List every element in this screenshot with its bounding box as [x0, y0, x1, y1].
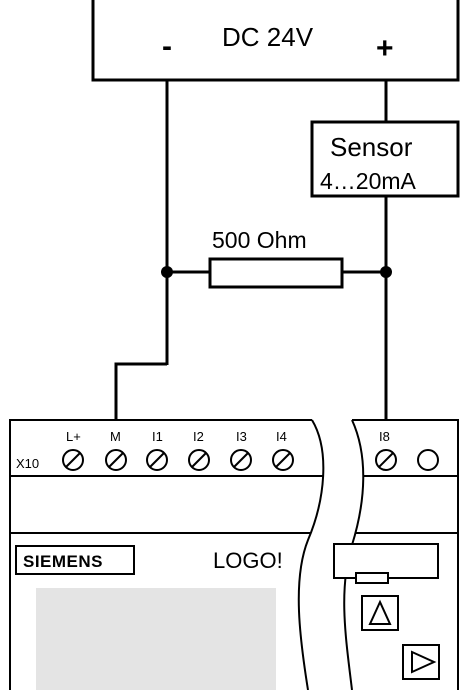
up-button[interactable] [361, 595, 399, 631]
screw-terminal-lplus [62, 449, 84, 471]
plc-left-outline [9, 419, 312, 690]
connector-label: X10 [16, 456, 39, 471]
screw-terminal-i1 [146, 449, 168, 471]
terminal-label-lplus: L+ [66, 429, 81, 444]
junction-left [161, 266, 173, 278]
resistor-label: 500 Ohm [212, 227, 307, 253]
display-screen [36, 588, 276, 690]
empty-terminal [417, 449, 439, 471]
plc-right-outline [352, 419, 459, 690]
model-name: LOGO! [213, 548, 283, 573]
screw-terminal-m [105, 449, 127, 471]
screw-terminal-i4 [272, 449, 294, 471]
terminal-label-i1: I1 [152, 429, 163, 444]
screw-terminal-i3 [230, 449, 252, 471]
brand-name: SIEMENS [23, 552, 103, 571]
terminal-label-i4: I4 [276, 429, 287, 444]
screw-terminal-i8 [375, 449, 397, 471]
terminal-label-i8: I8 [379, 429, 390, 444]
power-supply: DC 24V - + [91, 0, 460, 82]
sensor-box [310, 120, 460, 198]
plus-terminal-sign: + [376, 32, 394, 65]
brand-badge [15, 545, 135, 575]
power-supply-box [91, 0, 460, 82]
sensor: Sensor 4…20mA [310, 120, 460, 198]
power-supply-label: DC 24V [222, 22, 314, 52]
sensor-name: Sensor [330, 132, 413, 162]
break-band [298, 420, 364, 690]
sensor-range: 4…20mA [320, 168, 417, 194]
negative-wire-to-m [114, 362, 167, 420]
plc-module: X10 L+ M I1 I2 I3 I4 I8 [9, 419, 459, 690]
right-arrow-icon [411, 650, 437, 674]
minus-terminal-sign: - [162, 30, 172, 63]
break-line-left [297, 419, 325, 690]
wires [114, 80, 388, 420]
junction-right [380, 266, 392, 278]
terminal-label-i3: I3 [236, 429, 247, 444]
up-arrow-icon [368, 599, 392, 625]
right-button[interactable] [402, 644, 440, 680]
resistor-body [208, 257, 344, 289]
screw-terminals [62, 449, 439, 471]
terminal-label-m: M [110, 429, 121, 444]
screw-terminal-i2 [188, 449, 210, 471]
terminal-label-i2: I2 [193, 429, 204, 444]
module-slot-tab [355, 572, 389, 584]
resistor: 500 Ohm [208, 227, 344, 289]
